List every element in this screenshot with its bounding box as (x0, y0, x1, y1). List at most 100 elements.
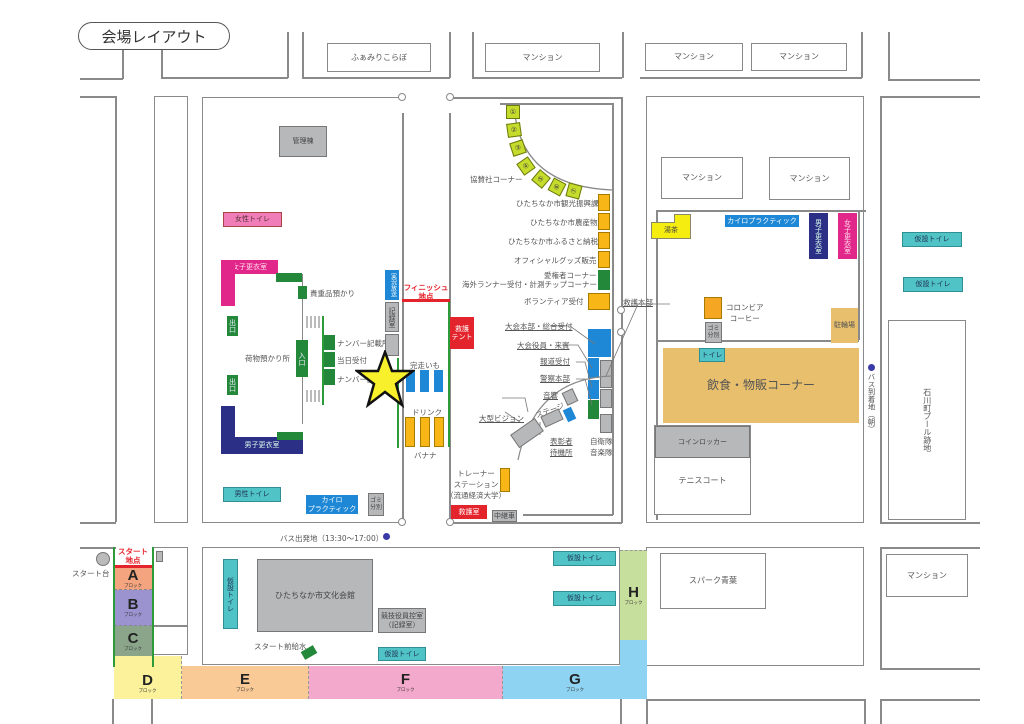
mansion: マンション (769, 157, 850, 200)
finish-point: フィニッシュ 地点 (403, 283, 449, 301)
men-toilet: 男性トイレ (223, 487, 281, 502)
award-wait-label: 表彰者 待機所 (550, 437, 573, 457)
sponsor-arc (513, 103, 613, 191)
sponsor-booth: ② (506, 122, 522, 138)
sponsor-corner-label: 協賛社コーナー (470, 175, 523, 184)
men-changing-room-right: 男子更衣室 (809, 213, 828, 259)
colombia-coffee-label: コロンビア コーヒー (726, 303, 764, 323)
imo-label: 完走いも (410, 361, 440, 370)
exit-1: 出口 (227, 316, 238, 336)
furusato-booth (598, 232, 610, 249)
rescue-hq-label: 救護本部 (623, 298, 653, 307)
chiropractic-left: カイロ プラクティック (306, 495, 358, 514)
press-label: 報道受付 (540, 357, 570, 366)
press-booth (588, 380, 599, 399)
police-booth (588, 400, 599, 419)
building-mansion: マンション (751, 43, 847, 71)
sponsor-booth: ① (506, 105, 520, 119)
women-changing-room: 女子更衣室 (221, 260, 278, 274)
tourism-label: ひたちなか市観光振興課 (516, 199, 599, 208)
bus-departure-label: バス出発地（13:30〜17:00） (280, 534, 384, 543)
exit-2: 出口 (227, 375, 238, 395)
women-toilet: 女性トイレ (223, 212, 282, 227)
men-changing-room: 男子更衣室 (221, 437, 303, 454)
medical-tent: 救護 テント (450, 317, 474, 349)
volunteer-label: ボランティア受付 (524, 297, 584, 306)
building-fuamiri: ふぁみりこらぼ (327, 43, 431, 72)
junction-marker (446, 93, 454, 101)
chiropractic-right: カイロプラクティック (725, 215, 799, 227)
trainer-booth (500, 468, 510, 492)
trash-sorting-left: ゴミ 分別 (368, 493, 384, 516)
sdf-band-label: 自衛隊 音楽隊 (590, 437, 613, 457)
junction-marker (446, 518, 454, 526)
queue-lane (306, 390, 322, 402)
temp-toilet: 仮設トイレ (902, 232, 962, 247)
junction-marker (617, 306, 625, 314)
temp-toilet: 仮設トイレ (553, 591, 616, 606)
same-day-reception-label: 当日受付 (337, 356, 367, 365)
bus-departure-marker (383, 533, 390, 540)
sdf-band-booth (600, 414, 612, 433)
start-line (114, 565, 152, 568)
women-changing-room-right: 女子更衣室 (838, 213, 857, 259)
trainer-label: トレーナー ステーション （流通経済大学） (446, 469, 506, 500)
number-booth (324, 369, 335, 385)
goods-booth (598, 251, 610, 268)
live-broadcast: 実況放送 (385, 270, 399, 300)
reception-booth (324, 352, 335, 367)
start-stand-label: スタート台 (72, 569, 110, 578)
start-stand-icon (96, 552, 110, 566)
junction-marker (617, 328, 625, 336)
temp-toilet: 仮設トイレ (903, 277, 963, 292)
management-building: 管理棟 (279, 126, 327, 157)
ishikawa-pool-site: 石川町プール跡地 (888, 320, 966, 520)
temp-toilet-vertical: 仮設トイレ (223, 559, 238, 629)
changing-partition (276, 273, 302, 282)
big-vision-label: 大型ビジョン (479, 414, 524, 423)
drink-label: ドリンク (412, 408, 442, 417)
current-location-star-icon (355, 350, 415, 408)
number-booth (324, 335, 335, 350)
start-water-label: スタート前給水 (254, 642, 307, 651)
start-point: スタート 地点 (118, 547, 148, 565)
hq-booth (588, 329, 611, 357)
overseas-booth (598, 270, 610, 290)
valuables-booth (298, 286, 307, 299)
temp-toilet: 仮設トイレ (378, 647, 426, 661)
overseas-label-2: 海外ランナー受付・計測チップコーナー (462, 280, 597, 289)
finish-line (402, 299, 450, 302)
agri-booth (598, 213, 610, 230)
overseas-label-1: 愛権者コーナー (544, 271, 597, 280)
valuables-label: 貴重品預かり (310, 289, 355, 298)
queue-lane (306, 316, 322, 328)
tea-station: 湯茶 (651, 222, 691, 239)
building-mansion: マンション (485, 43, 600, 72)
bunka-kaikan: ひたちなか市文化会館 (257, 559, 373, 632)
officials-label: 大会役員・来賓 (517, 341, 570, 350)
temp-toilet: 仮設トイレ (553, 551, 616, 566)
bus-arrival-marker (868, 364, 875, 371)
officials-booth (588, 358, 599, 378)
food-sales-corner: 飲食・物販コーナー (663, 348, 859, 423)
volunteer-booth (588, 293, 610, 310)
spark-aoba: スパーク青葉 (660, 553, 766, 609)
banana-label: バナナ (414, 451, 437, 460)
baggage-label: 荷物預かり所 (245, 354, 290, 363)
building-mansion: マンション (645, 43, 743, 71)
tourism-booth (598, 194, 610, 211)
coin-locker: コインロッカー (655, 426, 750, 458)
junction-marker (398, 93, 406, 101)
sound-label: 音響 (543, 391, 558, 400)
colombia-coffee-booth (704, 297, 722, 319)
mansion: マンション (661, 157, 743, 199)
map-title: 会場レイアウト (78, 22, 230, 50)
